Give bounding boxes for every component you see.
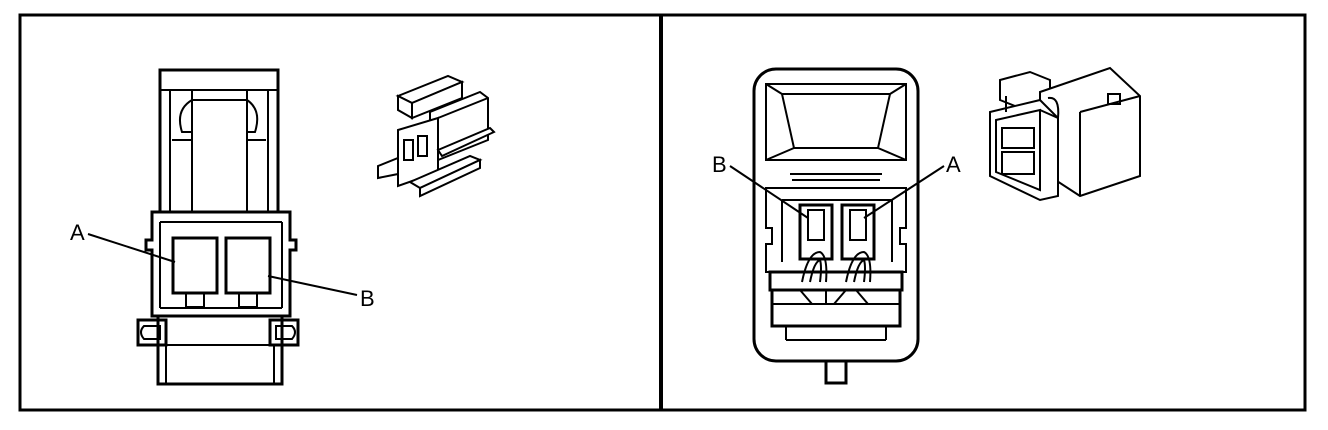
left-callout-b: B	[267, 275, 375, 311]
left-callout-a-label: A	[70, 220, 85, 245]
right-callout-b-label: B	[712, 152, 727, 177]
right-callout-b: B	[712, 152, 809, 219]
right-callout-a-label: A	[946, 152, 961, 177]
right-panel: B A	[712, 66, 1141, 385]
left-callout-a: A	[70, 220, 176, 263]
left-connector-isometric	[377, 74, 496, 198]
right-connector-isometric	[989, 66, 1141, 202]
left-connector-face	[136, 68, 300, 386]
left-panel: A B	[70, 68, 496, 386]
right-callout-a: A	[863, 152, 961, 219]
left-callout-b-label: B	[360, 286, 375, 311]
right-connector-face	[752, 67, 920, 385]
